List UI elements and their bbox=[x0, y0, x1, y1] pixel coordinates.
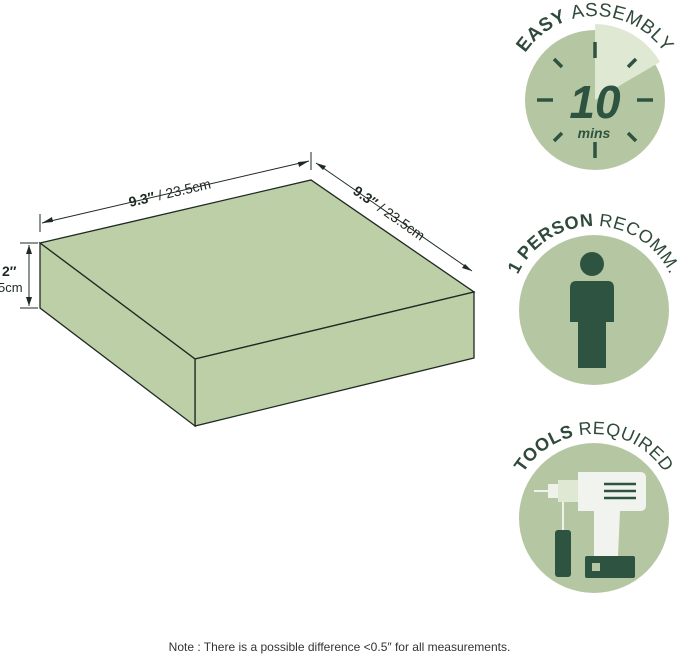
height-in-label: 2″ bbox=[2, 263, 17, 279]
measurement-note: Note : There is a possible difference <0… bbox=[168, 640, 511, 654]
height-dimension: 2″ 5cm bbox=[0, 242, 38, 309]
person-icon bbox=[570, 252, 614, 368]
one-person-badge: 1 PERSON RECOMM. bbox=[504, 210, 679, 385]
shelf-left-face bbox=[39, 241, 196, 428]
easy-assembly-badge: EASY ASSEMBLY 10 mins bbox=[513, 0, 677, 170]
height-cm-label: 5cm bbox=[0, 280, 23, 295]
shelf-box bbox=[38, 179, 476, 428]
tools-required-badge: TOOLS REQUIRED bbox=[510, 418, 677, 593]
clock-elapsed-wedge bbox=[595, 24, 660, 100]
width-label: 9.3″ / 23.5cm bbox=[127, 175, 212, 209]
assembly-minutes-number: 10 bbox=[569, 76, 621, 128]
drill-icon bbox=[534, 472, 646, 578]
assembly-minutes-unit: mins bbox=[578, 125, 611, 141]
clock-ticks-icon bbox=[537, 42, 653, 158]
